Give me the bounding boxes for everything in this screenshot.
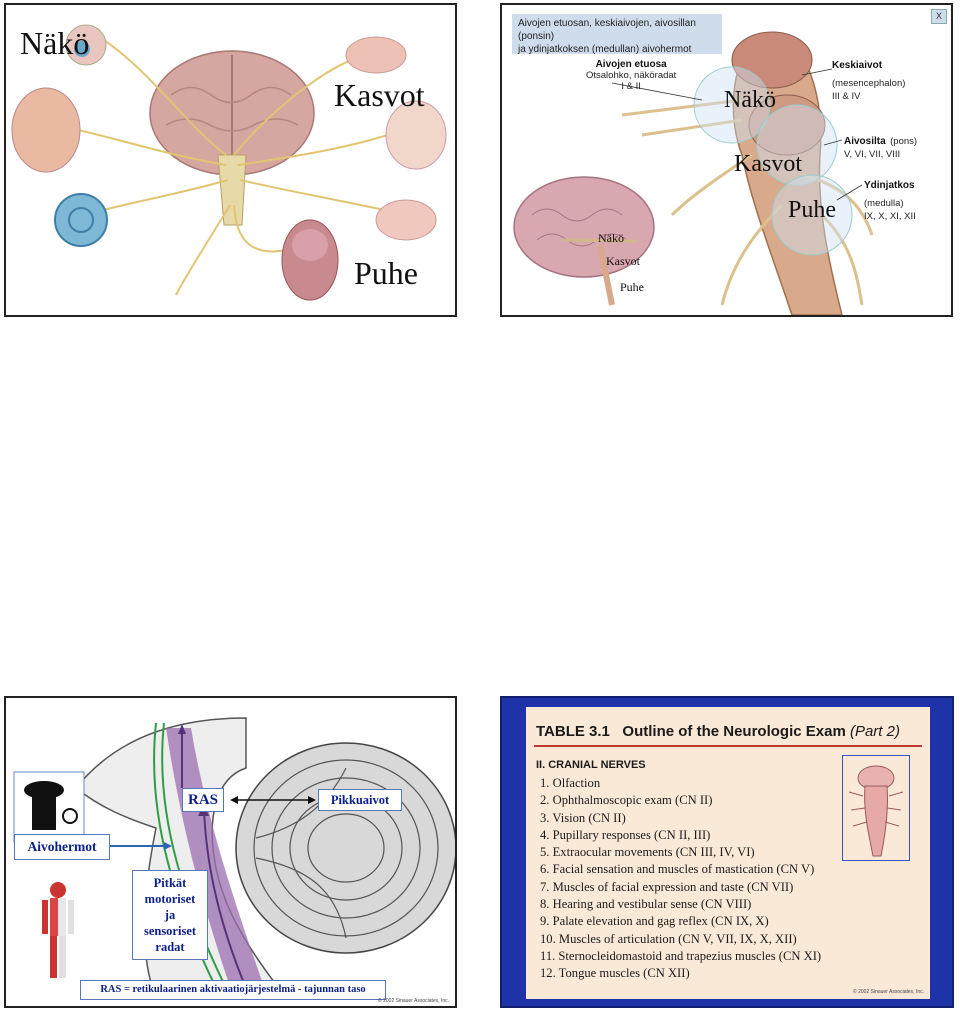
pathways-label: Pitkät motoriset ja sensoriset radat <box>132 870 208 960</box>
credit-text: © 2002 Sinauer Associates, Inc. <box>853 989 924 995</box>
overlay-speech: Puhe <box>788 197 836 223</box>
title-divider <box>534 745 922 747</box>
overlay-face: Kasvot <box>734 151 802 177</box>
ras-caption: RAS = retikulaarinen aktivaatiojärjestel… <box>80 980 386 1000</box>
cranial-nerves-label: Aivohermot <box>14 834 110 860</box>
list-item: 3. Vision (CN II) <box>540 810 626 825</box>
brainstem-illustration <box>513 31 874 315</box>
list-item: 10. Muscles of articulation (CN V, VII, … <box>540 931 797 946</box>
list-item: 8. Hearing and vestibular sense (CN VIII… <box>540 897 752 912</box>
table-paper: TABLE 3.1 Outline of the Neurologic Exam… <box>526 707 930 999</box>
credit-text: © 2002 Sinauer Associates, Inc. <box>378 998 449 1004</box>
list-item: 7. Muscles of facial expression and tast… <box>540 879 794 894</box>
medulla-label: Ydinjatkos (medulla) IX, X, XI, XII <box>864 180 916 222</box>
list-item: 6. Facial sensation and muscles of masti… <box>540 862 815 877</box>
pons-label: Aivosilta (pons) V, VI, VII, VIII <box>844 136 918 160</box>
overlay-small-face: Kasvot <box>606 254 640 268</box>
list-item: 1. Olfaction <box>540 776 601 790</box>
list-item: 4. Pupillary responses (CN II, III) <box>540 827 711 842</box>
list-item: 12. Tongue muscles (CN XII) <box>540 966 690 981</box>
table-title: TABLE 3.1 Outline of the Neurologic Exam… <box>536 723 900 740</box>
exam-item-list: 1. Olfaction 2. Ophthalmoscopic exam (CN… <box>540 775 821 983</box>
slide-neurologic-exam-table: TABLE 3.1 Outline of the Neurologic Exam… <box>500 696 954 1008</box>
ras-label: RAS <box>182 788 224 812</box>
header-line-2: ja ydinjatkoksen (medullan) aivohermot <box>518 44 692 55</box>
close-button[interactable]: X <box>931 9 947 24</box>
label-speech: Puhe <box>354 255 418 291</box>
section-heading: II. CRANIAL NERVES <box>536 759 646 771</box>
list-item: 9. Palate elevation and gag reflex (CN I… <box>540 914 769 929</box>
label-vision: Näkö <box>20 25 90 61</box>
header-line-1: Aivojen etuosan, keskiaivojen, aivosilla… <box>518 18 696 42</box>
list-item: 2. Ophthalmoscopic exam (CN II) <box>540 793 713 808</box>
cranial-nerves-illustration <box>11 24 447 301</box>
overlay-small-speech: Puhe <box>620 280 644 294</box>
cerebellum-label: Pikkuaivot <box>318 789 402 811</box>
slide-brainstem-regions: Aivojen etuosan, keskiaivojen, aivosilla… <box>500 3 953 317</box>
brainstem-thumbnail-drawing <box>848 765 904 857</box>
list-item: 5. Extraocular movements (CN III, IV, VI… <box>540 845 755 860</box>
midbrain-label: Keskiaivot (mesencephalon) III & IV <box>832 60 906 102</box>
slide-cranial-nerves-illustration: Näkö Kasvot Puhe <box>4 3 457 317</box>
overlay-vision: Näkö <box>724 87 776 113</box>
diagram-header: Aivojen etuosan, keskiaivojen, aivosilla… <box>512 14 722 55</box>
forebrain-label: Aivojen etuosa Otsalohko, näköradat I & … <box>586 59 677 92</box>
list-item: 11. Sternocleidomastoid and trapezius mu… <box>540 948 822 963</box>
slide-ras-pathways: RAS Pikkuaivot Aivohermot Pitkät motoris… <box>4 696 457 1008</box>
overlay-small-vision: Näkö <box>598 231 624 245</box>
label-face: Kasvot <box>334 77 425 113</box>
brainstem-thumbnail <box>842 755 910 861</box>
